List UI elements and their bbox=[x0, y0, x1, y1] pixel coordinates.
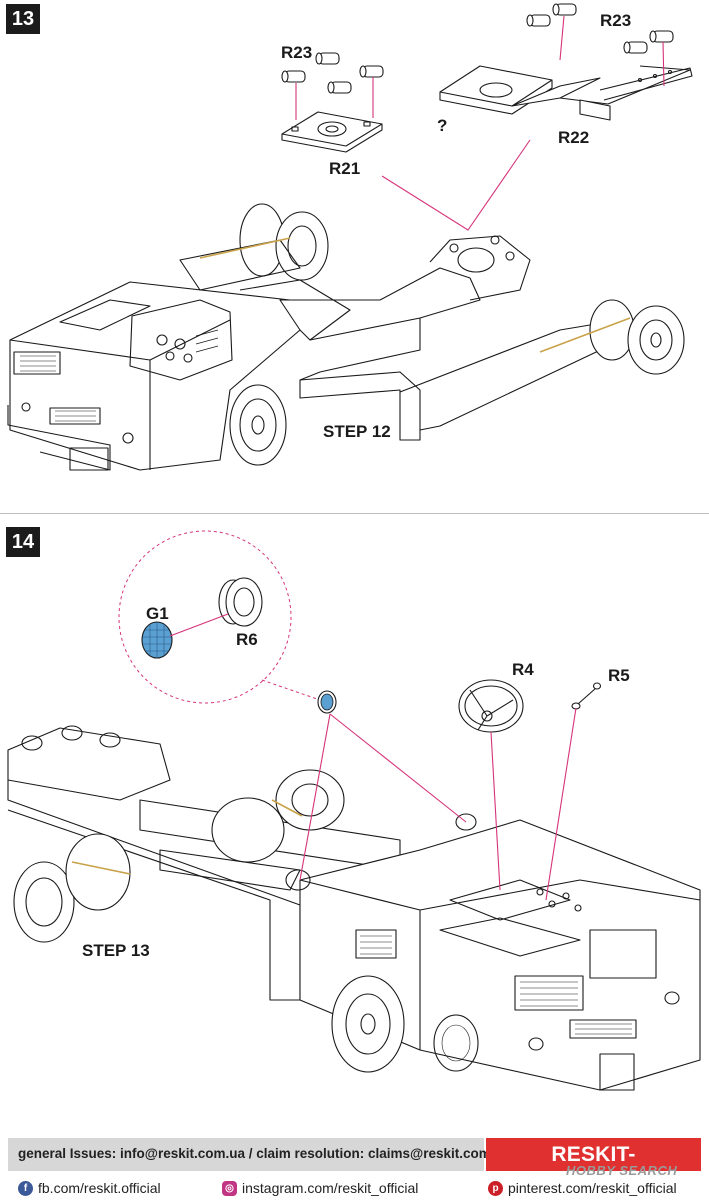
instagram-link-label: instagram.com/reskit_official bbox=[242, 1180, 419, 1196]
footer-contact-bar bbox=[8, 1138, 484, 1171]
instagram-icon: ◎ bbox=[222, 1180, 237, 1196]
r5-lever bbox=[571, 682, 602, 710]
label-r23-left: R23 bbox=[281, 43, 313, 62]
hydraulic-lines bbox=[199, 237, 631, 353]
instagram-link[interactable]: ◎ instagram.com/reskit_official bbox=[222, 1179, 418, 1197]
tug-step-14 bbox=[7, 725, 701, 1091]
hydraulic-lines-14 bbox=[71, 799, 303, 875]
label-question-mark: ? bbox=[437, 116, 448, 135]
r23-rollers-right bbox=[526, 3, 674, 54]
label-r21: R21 bbox=[329, 159, 361, 178]
r6-rim bbox=[218, 577, 263, 627]
footer-brand-banner[interactable]: RESKIT-MODELS.COM bbox=[486, 1138, 701, 1199]
r22-assembly bbox=[439, 65, 693, 121]
page-footer: general Issues: info@reskit.com.ua / cla… bbox=[0, 1134, 709, 1200]
step-13-illustration bbox=[7, 3, 693, 471]
hobby-search-watermark: HOBBY SEARCH bbox=[566, 1163, 678, 1178]
label-r5: R5 bbox=[608, 666, 630, 685]
r4-steering-wheel bbox=[458, 679, 524, 733]
leader-lines-step-13 bbox=[295, 15, 665, 231]
pinterest-icon: p bbox=[488, 1180, 503, 1196]
step-14-illustration bbox=[7, 530, 701, 1091]
label-r4: R4 bbox=[512, 660, 534, 679]
facebook-link[interactable]: f fb.com/reskit.official bbox=[18, 1179, 161, 1197]
label-previous-step-12: STEP 12 bbox=[323, 422, 391, 441]
r21-plate bbox=[281, 111, 383, 153]
leader-lines-step-14 bbox=[299, 707, 577, 901]
label-g1: G1 bbox=[146, 604, 169, 623]
detail-circle bbox=[118, 530, 292, 704]
step-14-badge: 14 bbox=[6, 527, 40, 557]
label-r23-right: R23 bbox=[600, 11, 632, 30]
g1-lens bbox=[141, 621, 173, 659]
section-divider bbox=[0, 513, 709, 514]
pinterest-link-label: pinterest.com/reskit_official bbox=[508, 1180, 677, 1196]
step-13-badge: 13 bbox=[6, 4, 40, 34]
footer-contact-text: general Issues: info@reskit.com.ua / cla… bbox=[18, 1146, 511, 1161]
pinterest-link[interactable]: p pinterest.com/reskit_official bbox=[488, 1179, 677, 1197]
label-r22: R22 bbox=[558, 128, 590, 147]
assembled-headlight bbox=[317, 690, 337, 714]
tug-chassis bbox=[7, 203, 685, 471]
label-r6: R6 bbox=[236, 630, 258, 649]
facebook-icon: f bbox=[18, 1180, 33, 1196]
label-previous-step-13: STEP 13 bbox=[82, 941, 150, 960]
facebook-link-label: fb.com/reskit.official bbox=[38, 1180, 161, 1196]
r23-rollers-left bbox=[281, 52, 384, 94]
